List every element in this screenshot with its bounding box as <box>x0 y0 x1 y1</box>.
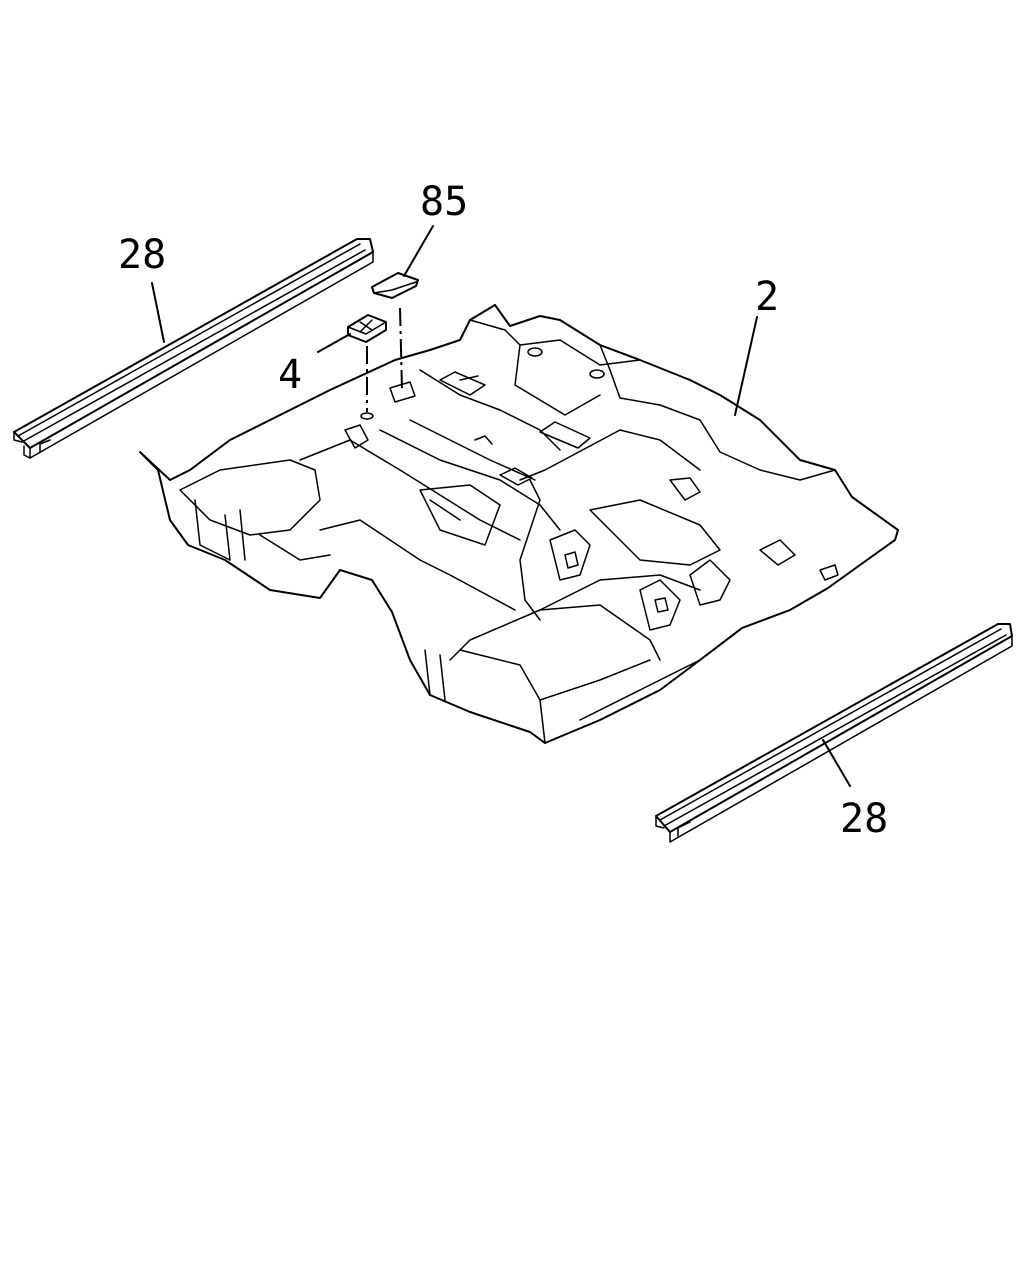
side-rail-right <box>655 623 1013 843</box>
callout-rail-right: 28 <box>840 796 888 842</box>
callout-rail-left: 28 <box>118 232 166 278</box>
side-rail-left <box>13 238 374 459</box>
leader-rail-left <box>151 282 165 343</box>
leader-rail-right <box>822 739 851 787</box>
leader-clip <box>403 225 434 277</box>
callout-clip: 85 <box>420 179 468 225</box>
leader-plug <box>317 333 351 353</box>
callout-plug: 4 <box>278 352 302 398</box>
leader-floor-panel <box>734 316 758 416</box>
clip-install-axis <box>399 307 403 391</box>
floor-panel <box>139 304 899 744</box>
clip-part <box>371 272 419 299</box>
callout-floor-panel: 2 <box>755 274 779 320</box>
plug-part <box>347 314 387 343</box>
